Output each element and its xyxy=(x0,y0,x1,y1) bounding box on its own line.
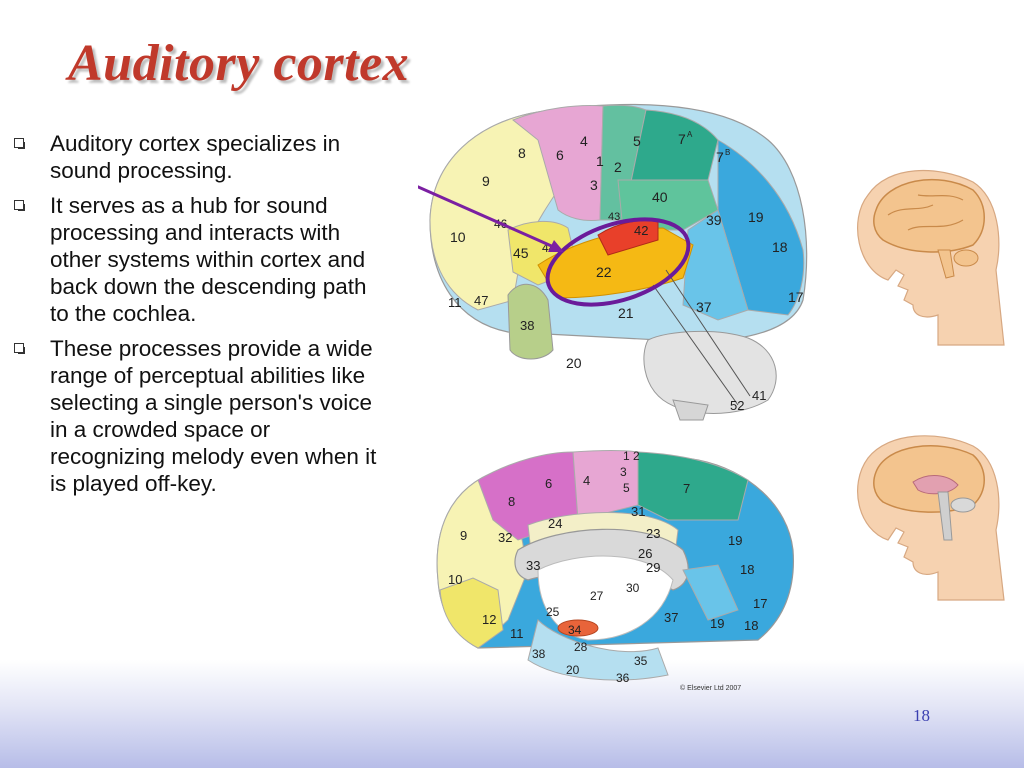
area-label: 7 xyxy=(678,131,686,147)
area-label: 3 xyxy=(590,177,598,193)
bullet-text: Auditory cortex specializes in sound pro… xyxy=(50,131,341,183)
area-label: 33 xyxy=(526,558,540,573)
area-label: 12 xyxy=(482,612,496,627)
area-label: 6 xyxy=(556,147,564,163)
square-bullet-icon xyxy=(14,138,25,149)
area-label: 28 xyxy=(574,640,588,654)
area-label: 18 xyxy=(740,562,754,577)
area-label: 6 xyxy=(545,476,552,491)
area-label: 4 xyxy=(583,473,590,488)
area-label: 8 xyxy=(518,145,526,161)
area-label: 38 xyxy=(532,647,546,661)
area-label: 42 xyxy=(634,223,648,238)
area-label: 11 xyxy=(448,295,462,310)
area-label: 18 xyxy=(744,618,758,633)
brodmann-areas-figure: 4 8 6 5 7 A 7 B 1 2 3 9 40 43 42 39 19 4… xyxy=(418,103,1005,692)
area-label: 17 xyxy=(753,596,767,611)
area-label: 24 xyxy=(548,516,562,531)
slide-title: Auditory cortex xyxy=(68,35,410,92)
page-number: 18 xyxy=(913,706,930,725)
area-label: 43 xyxy=(608,211,620,223)
area-label: 7 xyxy=(716,149,724,165)
bullet-item: It serves as a hub for sound processing … xyxy=(12,192,382,327)
area-label: 39 xyxy=(706,212,722,228)
area-label: 34 xyxy=(568,623,582,637)
head-lateral-icon xyxy=(857,169,1005,346)
area-label: B xyxy=(725,148,730,157)
area-label: 10 xyxy=(448,572,462,587)
square-bullet-icon xyxy=(14,343,25,354)
area-label: 5 xyxy=(633,133,641,149)
bullet-list: Auditory cortex specializes in sound pro… xyxy=(12,130,382,505)
area-label: 38 xyxy=(520,318,534,333)
area-label: 19 xyxy=(748,209,764,225)
area-label: 30 xyxy=(626,581,640,595)
area-label: 29 xyxy=(646,560,660,575)
area-label: 18 xyxy=(772,239,788,255)
pointer-arrow xyxy=(418,185,557,250)
area-label: 26 xyxy=(638,546,652,561)
area-label: 20 xyxy=(566,663,580,677)
area-label: 21 xyxy=(618,305,634,321)
area-label: 2 xyxy=(633,449,640,463)
area-label: 37 xyxy=(664,610,678,625)
area-label: 1 xyxy=(623,449,630,463)
area-label: 32 xyxy=(498,530,512,545)
area-label: 41 xyxy=(752,388,766,403)
bullet-item: Auditory cortex specializes in sound pro… xyxy=(12,130,382,184)
area-label: 19 xyxy=(728,533,742,548)
area-label: 3 xyxy=(620,465,627,479)
area-label: 31 xyxy=(631,504,645,519)
area-label: 23 xyxy=(646,526,660,541)
area-label: 52 xyxy=(730,398,744,413)
auditory-highlight-ring xyxy=(545,217,691,307)
area-label: 10 xyxy=(450,229,466,245)
area-label: 45 xyxy=(513,245,529,261)
area-label: 8 xyxy=(508,494,515,509)
bullet-text: These processes provide a wide range of … xyxy=(50,336,377,496)
area-label: 20 xyxy=(566,355,582,371)
area-label: 19 xyxy=(710,616,724,631)
copyright-text: © Elsevier Ltd 2007 xyxy=(680,684,741,692)
area-label: 17 xyxy=(788,289,804,305)
area-label: 25 xyxy=(546,605,560,619)
area-label: 1 xyxy=(596,153,604,169)
area-label: 36 xyxy=(616,671,630,685)
bullet-item: These processes provide a wide range of … xyxy=(12,335,382,497)
area-label: 47 xyxy=(474,293,488,308)
medial-brain-diagram: 1 2 3 5 4 6 8 7 31 24 9 32 23 33 26 29 1… xyxy=(436,449,795,685)
arrowhead-icon xyxy=(548,240,564,252)
head-medial-icon xyxy=(857,435,1005,601)
area-label: 9 xyxy=(482,173,490,189)
lateral-brain-diagram: 4 8 6 5 7 A 7 B 1 2 3 9 40 43 42 39 19 4… xyxy=(429,103,808,421)
area-label: 35 xyxy=(634,654,648,668)
bullet-text: It serves as a hub for sound processing … xyxy=(50,193,367,326)
area-label: 22 xyxy=(596,264,612,280)
area-label: 40 xyxy=(652,189,668,205)
area-label: 2 xyxy=(614,159,622,175)
area-label: 27 xyxy=(590,589,604,603)
area-label: 37 xyxy=(696,299,712,315)
area-label: 4 xyxy=(580,133,588,149)
square-bullet-icon xyxy=(14,200,25,211)
area-label: 11 xyxy=(510,626,524,641)
area-label: 9 xyxy=(460,528,467,543)
area-label: A xyxy=(687,130,693,139)
area-label: 5 xyxy=(623,481,630,495)
area-label: 7 xyxy=(683,481,690,496)
